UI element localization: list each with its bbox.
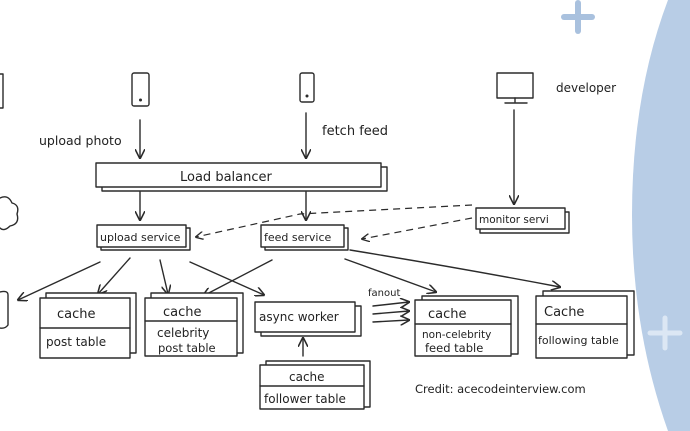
post-cache-label: cache [57,307,96,322]
upload-photo-label: upload photo [39,133,122,148]
developer-label: developer [556,81,616,95]
feed-service-box: feed service [260,224,349,251]
upload-service-label: upload service [100,231,181,244]
cloud-icon [0,196,19,231]
follower-cache-label: cache [289,370,325,384]
celebrity-post-table-box: cache celebrity post table [144,292,244,357]
plus-icon [647,315,683,351]
non-celebrity-line1-label: non-celebrity [422,329,491,341]
post-table-box: cache post table [39,292,137,359]
credit-label: Credit: acecodeinterview.com [415,382,586,396]
phone-icon [299,72,315,103]
follower-table-label: follower table [264,392,346,406]
post-table-label: post table [46,335,106,349]
database-icon [0,290,9,329]
follower-table-box: cache follower table [259,360,371,410]
blue-arc-decoration [632,0,690,431]
celebrity-line1-label: celebrity [157,326,209,340]
phone-icon [131,72,150,107]
partial-icon-left-top [0,73,4,109]
monitor-service-box: monitor servi [475,207,570,234]
load-balancer-box: Load balancer [95,162,388,192]
celebrity-cache-label: cache [163,305,202,320]
monitor-icon [496,72,534,104]
upload-service-box: upload service [96,224,191,251]
celebrity-line2-label: post table [158,341,216,355]
non-celebrity-feed-table-box: cache non-celebrity feed table [414,295,519,357]
fanout-label: fanout [368,288,400,299]
non-celebrity-line2-label: feed table [425,341,483,355]
following-table-box: Cache following table [535,290,635,359]
async-worker-label: async worker [259,310,339,324]
monitor-service-label: monitor servi [479,214,549,226]
following-table-label: following table [538,334,619,347]
feed-service-label: feed service [264,231,332,244]
non-celebrity-cache-label: cache [428,307,467,322]
async-worker-box: async worker [254,301,362,337]
plus-icon [561,0,595,34]
fetch-feed-label: fetch feed [322,124,388,139]
following-cache-label: Cache [544,305,584,320]
load-balancer-label: Load balancer [180,170,272,185]
